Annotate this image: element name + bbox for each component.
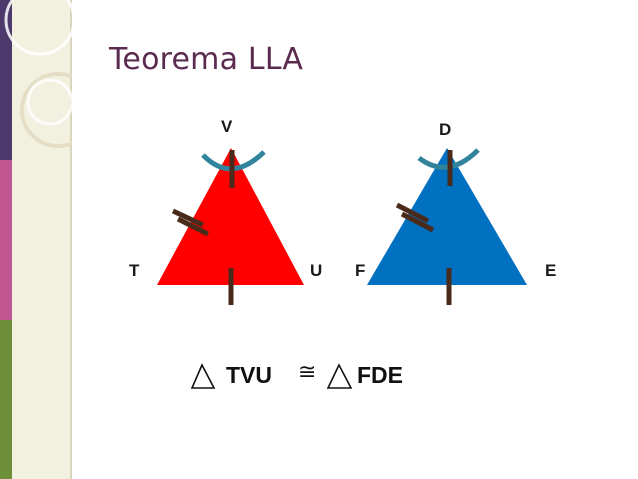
congruence-symbol: ≅ xyxy=(298,360,317,385)
tick-df-1 xyxy=(395,202,430,224)
tick-df-2 xyxy=(400,211,435,233)
triangle-tvu xyxy=(157,148,304,285)
slide-title: Teorema LLA xyxy=(109,42,304,77)
sidebar-circle-small xyxy=(26,78,72,126)
statement-left: TVU xyxy=(226,362,272,388)
vertex-label-d: D xyxy=(439,120,452,139)
vertex-label-v: V xyxy=(221,117,233,136)
vertex-label-t: T xyxy=(129,261,140,280)
vertex-label-e: E xyxy=(545,261,557,280)
vertex-label-f: F xyxy=(355,261,366,280)
triangle-icon xyxy=(190,363,216,389)
sidebar-edge xyxy=(70,0,72,479)
sidebar-circles xyxy=(4,0,72,148)
triangle-icon xyxy=(326,363,353,389)
vertex-label-u: U xyxy=(310,261,323,280)
sidebar-strip-top xyxy=(0,0,12,160)
sidebar-strip-bottom xyxy=(0,320,12,479)
triangle-fde xyxy=(367,148,527,285)
sidebar-circle-large xyxy=(4,0,72,56)
sidebar-circle-lower xyxy=(20,72,72,148)
tick-vt-2 xyxy=(176,216,210,237)
statement-right: FDE xyxy=(357,362,403,388)
tick-vt-1 xyxy=(171,208,205,228)
sidebar-strip-middle xyxy=(0,160,12,320)
